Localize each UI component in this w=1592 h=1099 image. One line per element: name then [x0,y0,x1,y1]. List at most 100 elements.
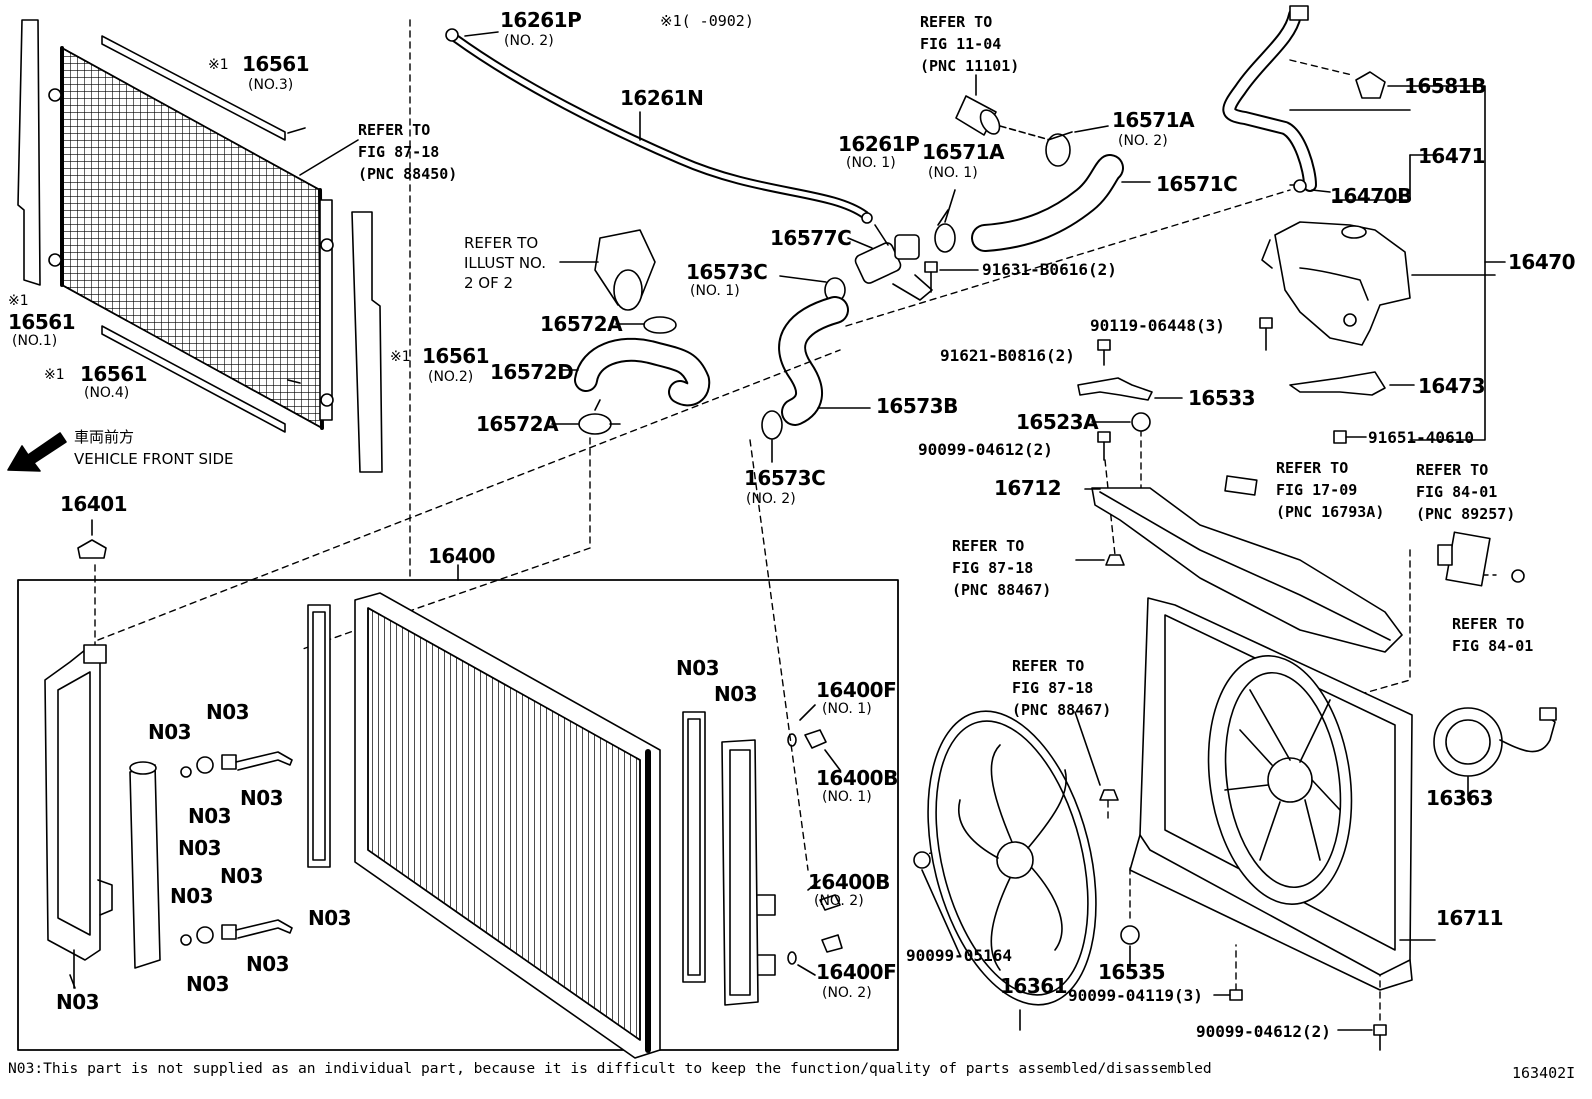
bolt-90119 [1259,317,1273,351]
label-16561-no1: 16561 [8,310,76,334]
ref-84-01b-line2: FIG 84-01 [1452,637,1534,655]
label-16470: 16470 [1508,250,1576,274]
label-16473: 16473 [1418,374,1486,398]
bolt-91631 [924,261,979,293]
label-16561-no3-sub: (NO.3) [248,77,294,93]
header-note: ※1( -0902) [660,12,754,30]
clip-88467-a [1105,554,1125,566]
bolt-90099-04612-bottom [1373,1024,1387,1051]
label-16533: 16533 [1188,386,1256,410]
label-16261P-no2: 16261P [500,8,582,32]
label-16400B-no2: 16400B [808,870,890,894]
ref-11-04-line2: FIG 11-04 [920,35,1002,53]
diagram-id: 163402I [1512,1064,1576,1082]
label-16572D: 16572D [490,360,574,384]
label-91651: 91651-40610 [1368,428,1474,447]
label-16261N: 16261N [620,86,704,110]
label-16573C-no1-sub: (NO. 1) [690,283,740,299]
label-90099-04119: 90099-04119(3) [1068,986,1203,1005]
label-n03: N03 [206,700,250,724]
clamp-16571A-no1 [934,209,956,253]
ref-88467b-line3: (PNC 88467) [1012,701,1112,719]
cap-16581B [1355,71,1386,99]
label-16572A-bottom: 16572A [476,412,559,436]
label-90099-04612-bottom: 90099-04612(2) [1196,1022,1331,1041]
vehicle-front-en: VEHICLE FRONT SIDE [74,450,234,468]
label-16577C: 16577C [770,226,852,250]
hose-16261N [450,33,870,220]
fan-motor-16363 [1433,707,1557,801]
seal-16561-no2 [351,211,383,473]
ref-84-01a-line1: REFER TO [1416,461,1489,479]
label-16400B-no2-sub: (NO. 2) [814,893,864,909]
clamp-16572A-top [643,316,677,334]
ref-11-04-line1: REFER TO [920,13,993,31]
drain-parts-right [787,729,843,965]
label-16535: 16535 [1098,960,1166,984]
clamp-16572A-bottom [578,399,621,435]
ref-88467b-line2: FIG 87-18 [1012,679,1094,697]
bolt-91651 [1333,430,1347,444]
ref-illust-line3: 2 OF 2 [464,274,514,292]
label-16261P-no2-sub: (NO. 2) [504,33,554,49]
label-16571A-no1-sub: (NO. 1) [928,165,978,181]
clip-16470B [1293,179,1307,193]
label-16711: 16711 [1436,906,1504,930]
label-n03: N03 [676,656,720,680]
label-16571A-no1: 16571A [922,140,1005,164]
seal-16561-no4 [101,325,286,433]
right-seal [682,711,706,983]
label-90099-04612-top: 90099-04612(2) [918,440,1053,459]
label-90099-05164: 90099-05164 [906,946,1012,965]
label-16261P-no1: 16261P [838,132,920,156]
mark-16561-no3: ※1 [208,57,229,73]
label-16573C-no1: 16573C [686,260,768,284]
label-16571A-no2-sub: (NO. 2) [1118,133,1168,149]
ref-84-01a-line3: (PNC 89257) [1416,505,1516,523]
ref-17-09-line3: (PNC 16793A) [1276,503,1385,521]
label-16561-no2-sub: (NO.2) [428,369,474,385]
label-16573B: 16573B [876,394,958,418]
label-16561-no4: 16561 [80,362,148,386]
label-16561-no3: 16561 [242,52,310,76]
nut-16535 [1120,925,1140,945]
label-16400F-no2: 16400F [816,960,897,984]
fan-16361 [927,710,1097,1006]
bracket-16473 [1289,371,1386,396]
bracket-16533 [1077,377,1153,401]
mark-16561-no1: ※1 [8,293,29,309]
label-16572A-top: 16572A [540,312,623,336]
label-16561-no1-sub: (NO.1) [12,333,58,349]
front-arrow [7,432,67,472]
ref-17-09-line1: REFER TO [1276,459,1349,477]
condenser [48,46,334,430]
label-16573C-no2: 16573C [744,466,826,490]
label-n03: N03 [240,786,284,810]
clamp-16571A-no2 [1045,131,1073,167]
water-inlet-housing [559,229,656,311]
label-16523A: 16523A [1016,410,1099,434]
radiator-core [354,592,661,1059]
left-pipe [129,761,161,969]
ref-17-09-line2: FIG 17-09 [1276,481,1358,499]
ref-88467a-line3: (PNC 88467) [952,581,1052,599]
label-16470B: 16470B [1330,184,1412,208]
label-16581B: 16581B [1404,74,1486,98]
label-n03: N03 [246,952,290,976]
footer-note: N03:This part is not supplied as an indi… [8,1060,1212,1077]
label-n03: N03 [308,906,352,930]
label-n03: N03 [220,864,264,888]
label-16712: 16712 [994,476,1062,500]
label-16571A-no2: 16571A [1112,108,1195,132]
label-16400B-no1-sub: (NO. 1) [822,789,872,805]
label-16361: 16361 [1000,974,1068,998]
pipe-11101 [955,74,1001,136]
ref-84-01a-line2: FIG 84-01 [1416,483,1498,501]
ref-84-01b-line1: REFER TO [1452,615,1525,633]
label-90119: 90119-06448(3) [1090,316,1225,335]
seal-16561-no1 [17,19,41,286]
label-91621: 91621-B0816(2) [940,346,1075,365]
bolt-91621 [1097,339,1111,366]
support-16712 [1091,487,1403,653]
